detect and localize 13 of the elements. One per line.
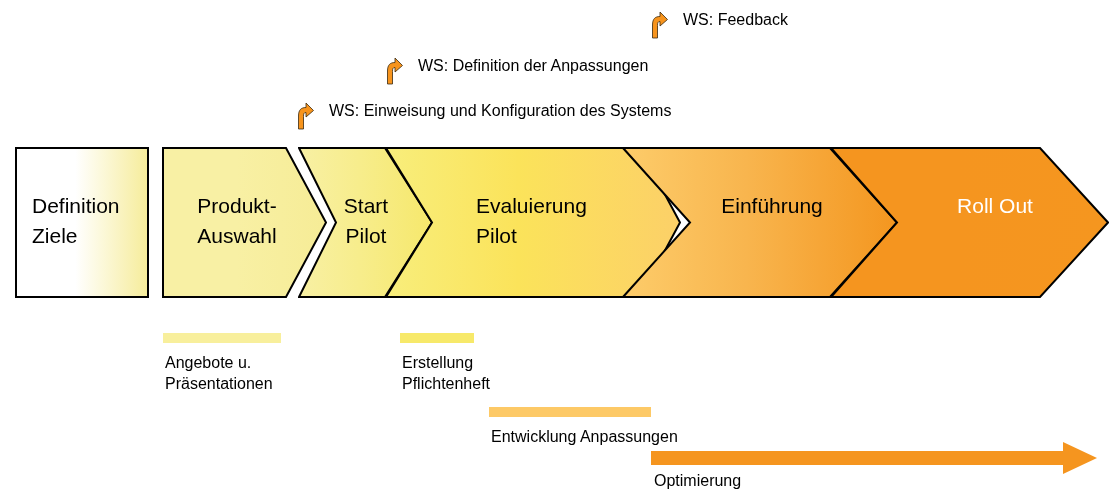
workshop-label: WS: Feedback	[683, 10, 788, 30]
bar-label: Angebote u. Präsentationen	[165, 353, 274, 394]
phase-label: Start Pilot	[342, 193, 390, 249]
bar-label: Entwicklung Anpassungen	[491, 427, 679, 447]
phase-label: Evaluierung Pilot	[476, 193, 588, 249]
bar-label: Optimierung	[654, 471, 743, 491]
phase-label: Roll Out	[956, 193, 1034, 219]
phase-label: Einführung	[720, 193, 824, 219]
workshop-label: WS: Definition der Anpassungen	[418, 56, 649, 76]
phase-label: Produkt-Auswahl	[196, 193, 278, 249]
phase-label: Definition Ziele	[32, 193, 121, 249]
workshop-label: WS: Einweisung und Konfiguration des Systems	[329, 101, 672, 121]
bar-label: Erstellung Pflichtenheft	[402, 353, 492, 394]
